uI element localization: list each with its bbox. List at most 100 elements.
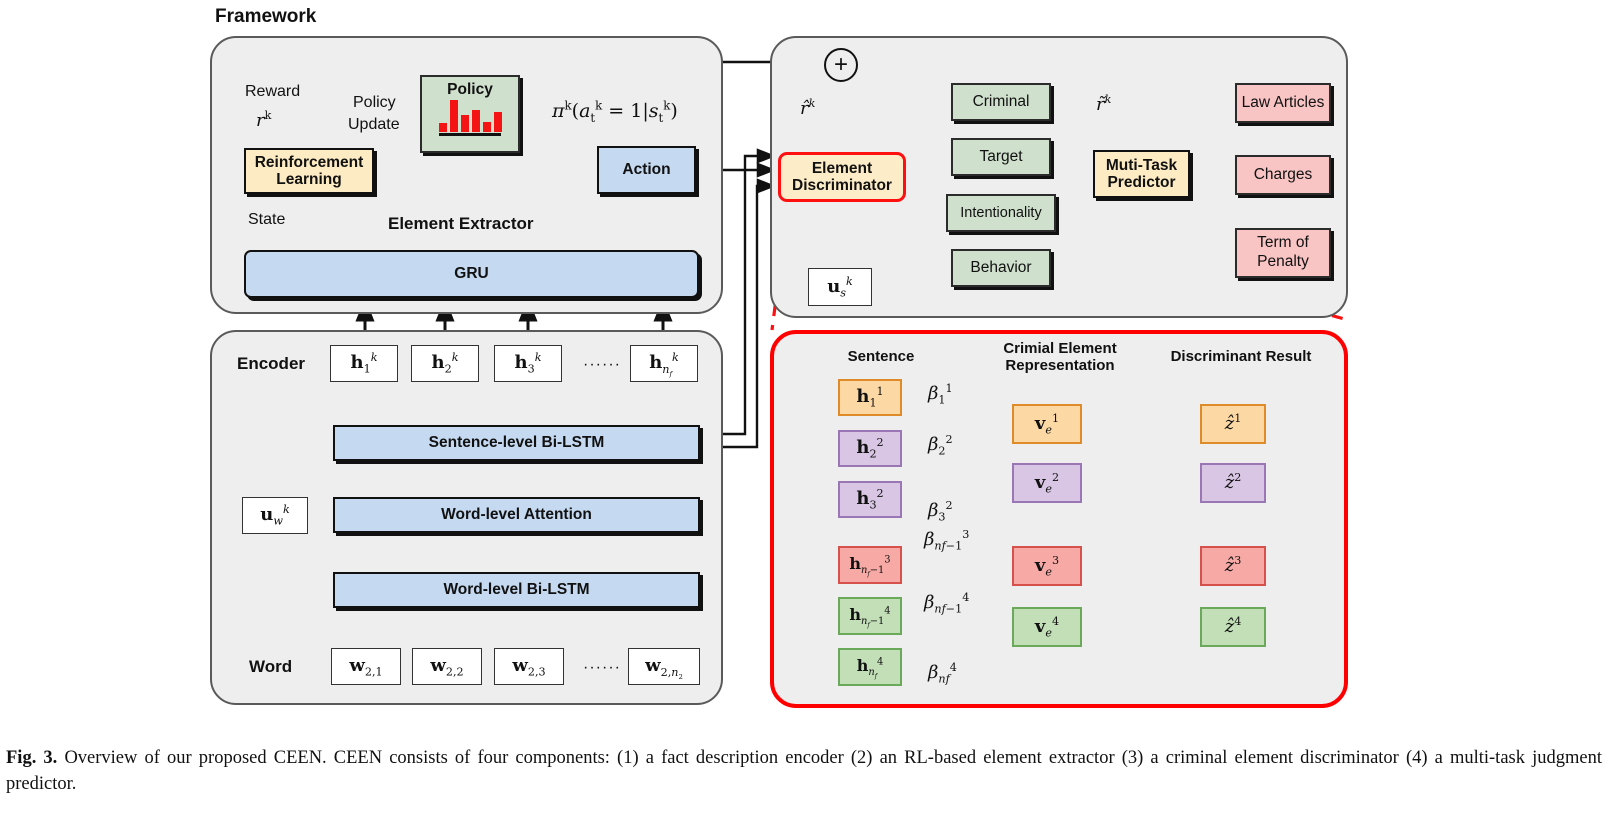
element-label: Criminal: [972, 93, 1030, 111]
detail-sentence-symbol: h32: [856, 487, 884, 513]
encoder-group-label: Encoder: [237, 354, 306, 373]
detail-representation-box[interactable]: ve2: [1012, 463, 1082, 503]
detail-sentence-symbol: hnf4: [856, 655, 884, 681]
hidden-state-box[interactable]: h1k: [330, 345, 398, 382]
hidden-state-symbol: hnfk: [649, 351, 679, 378]
policy-bar: [493, 112, 502, 133]
hidden-state-box[interactable]: h3k: [494, 345, 562, 382]
element-box-target[interactable]: Target: [951, 138, 1051, 176]
detail-vector-symbol: ve3: [1034, 553, 1060, 579]
rl-label-line2: Learning: [276, 171, 342, 188]
detail-column-header-representation: Crimial Element Representation: [980, 340, 1140, 375]
action-box[interactable]: Action: [597, 146, 696, 194]
caption-body: Overview of our proposed CEEN. CEEN cons…: [6, 748, 1602, 795]
policy-update-label-line1: Policy: [353, 94, 396, 111]
detail-column-header-sentence: Sentence: [847, 348, 915, 365]
policy-bar: [449, 100, 458, 133]
detail-result-box[interactable]: ẑ1: [1200, 404, 1266, 444]
detail-vector-symbol: ve2: [1034, 470, 1060, 496]
word-symbol: w2,n2: [645, 655, 683, 681]
output-box-charges[interactable]: Charges: [1235, 155, 1331, 195]
word-box[interactable]: w2,3: [494, 648, 564, 685]
rl-label-line1: Reinforcement: [254, 153, 364, 171]
detail-sentence-box[interactable]: h32: [838, 481, 902, 518]
figure-caption: Fig. 3. Overview of our proposed CEEN. C…: [6, 745, 1602, 798]
detail-representation-box[interactable]: ve1: [1012, 404, 1082, 444]
detail-sentence-symbol: h11: [856, 385, 884, 411]
detail-sentence-box[interactable]: hnf−13: [838, 546, 902, 584]
element-box-behavior[interactable]: Behavior: [951, 249, 1051, 287]
detail-sentence-box[interactable]: h11: [838, 379, 902, 416]
predictor-label-line1: Muti-Task: [1105, 156, 1178, 174]
detail-representation-box[interactable]: ve4: [1012, 607, 1082, 647]
detail-result-box[interactable]: ẑ3: [1200, 546, 1266, 586]
multi-task-predictor-box[interactable]: Muti-Task Predictor: [1093, 150, 1190, 198]
detail-result-symbol: ẑ2: [1224, 470, 1242, 493]
detail-representation-box[interactable]: ve3: [1012, 546, 1082, 586]
element-box-intentionality[interactable]: Intentionality: [946, 194, 1056, 232]
reward-label: Reward: [245, 83, 301, 100]
reinforcement-learning-box[interactable]: Reinforcement Learning: [244, 148, 374, 194]
predictor-label-line2: Predictor: [1107, 174, 1176, 191]
u-s-symbol: usk: [827, 274, 853, 300]
hidden-state-box[interactable]: h2k: [411, 345, 479, 382]
discriminator-label-line2: Discriminator: [792, 177, 892, 194]
element-box-criminal[interactable]: Criminal: [951, 83, 1051, 121]
detail-vector-symbol: ve1: [1034, 411, 1060, 437]
hidden-state-box[interactable]: hnfk: [630, 345, 698, 382]
detail-sentence-box[interactable]: hnf4: [838, 648, 902, 686]
word-box[interactable]: w2,2: [412, 648, 482, 685]
gru-box[interactable]: GRU: [244, 250, 699, 298]
detail-result-symbol: ẑ3: [1224, 553, 1242, 576]
detail-result-symbol: ẑ4: [1224, 614, 1242, 637]
state-label: State: [248, 211, 286, 228]
word-box[interactable]: w2,1: [331, 648, 401, 685]
hidden-state-symbol: h3k: [514, 351, 542, 377]
word-level-attention-box[interactable]: Word-level Attention: [333, 497, 700, 533]
word-attention-label: Word-level Attention: [441, 506, 592, 524]
sentence-context-vector-box[interactable]: usk: [808, 268, 872, 306]
figure-title: Framework: [215, 6, 317, 27]
detail-sentence-symbol: hnf−13: [849, 553, 891, 579]
policy-update-label-line2: Update: [348, 116, 400, 133]
word-level-bilstm-box[interactable]: Word-level Bi-LSTM: [333, 572, 700, 608]
sentence-lstm-label: Sentence-level Bi-LSTM: [428, 434, 605, 452]
element-label: Behavior: [970, 259, 1032, 277]
element-discriminator-box[interactable]: Element Discriminator: [778, 152, 906, 202]
gru-label: GRU: [454, 265, 489, 283]
detail-sentence-box[interactable]: hnf−14: [838, 597, 902, 635]
policy-chart-baseline: [439, 133, 501, 137]
hidden-state-symbol: h2k: [431, 351, 459, 377]
word-box[interactable]: w2,n2: [628, 648, 700, 685]
detail-vector-symbol: ve4: [1034, 614, 1060, 640]
policy-bar: [438, 123, 447, 133]
element-extractor-group-label: Element Extractor: [388, 214, 534, 233]
word-symbol: w2,2: [430, 655, 464, 680]
discriminator-label-line1: Element: [811, 159, 873, 177]
output-label: Charges: [1253, 166, 1313, 184]
caption-figure-number: Fig. 3.: [6, 748, 58, 768]
word-symbol: w2,3: [512, 655, 546, 680]
output-label: Law Articles: [1241, 94, 1325, 112]
policy-bar-chart: [438, 98, 502, 133]
rep-header-line1: Crimial Element: [1003, 340, 1117, 357]
detail-sentence-box[interactable]: h22: [838, 430, 902, 467]
word-context-vector-box[interactable]: uwk: [242, 497, 308, 534]
beta-label: β22: [928, 433, 953, 458]
word-lstm-label: Word-level Bi-LSTM: [443, 581, 590, 599]
sentence-level-bilstm-box[interactable]: Sentence-level Bi-LSTM: [333, 425, 700, 461]
detail-column-header-result: Discriminant Result: [1170, 348, 1312, 365]
detail-result-box[interactable]: ẑ2: [1200, 463, 1266, 503]
output-box-law-articles[interactable]: Law Articles: [1235, 83, 1331, 123]
detail-result-box[interactable]: ẑ4: [1200, 607, 1266, 647]
beta-label: βnf−13: [924, 528, 970, 553]
policy-box[interactable]: Policy: [420, 75, 520, 153]
detail-sentence-symbol: h22: [856, 436, 884, 462]
beta-label: β32: [928, 499, 953, 524]
action-label: Action: [622, 161, 671, 179]
rep-header-line2: Representation: [1005, 357, 1115, 375]
policy-bar: [482, 122, 491, 133]
